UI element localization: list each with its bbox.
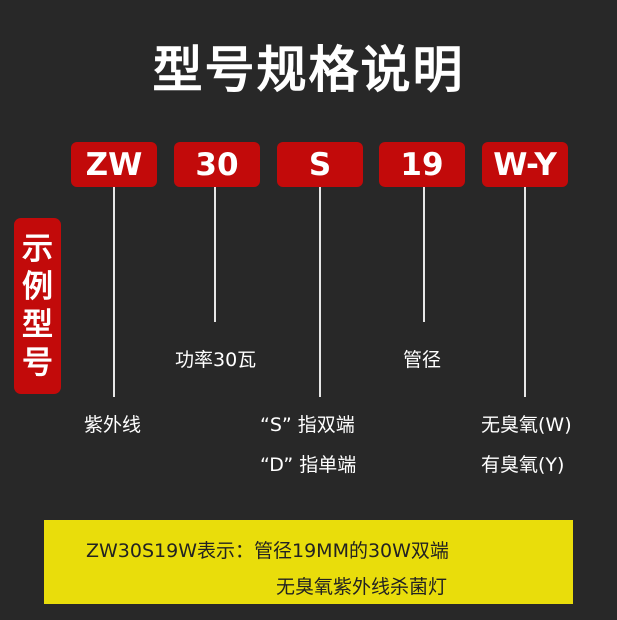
code-box-zw: ZW — [71, 142, 157, 187]
label-no-ozone: 无臭氧(W) — [481, 414, 572, 436]
code-box-19: 19 — [379, 142, 465, 187]
label-double-end: “S” 指双端 — [260, 414, 355, 436]
connector-line-s — [319, 187, 321, 397]
example-model-badge: 示 例 型 号 — [14, 218, 61, 394]
badge-char: 例 — [22, 269, 53, 305]
code-box-wy: W-Y — [482, 142, 568, 187]
label-power: 功率30瓦 — [175, 349, 257, 371]
label-diameter: 管径 — [403, 349, 442, 371]
note-line-2: 无臭氧紫外线杀菌灯 — [276, 576, 448, 598]
connector-line-wy — [524, 187, 526, 397]
label-ozone: 有臭氧(Y) — [481, 454, 565, 476]
code-text: 30 — [195, 146, 239, 183]
badge-char: 号 — [22, 345, 53, 381]
code-text: S — [308, 146, 332, 183]
code-box-s: S — [277, 142, 363, 187]
connector-line-zw — [113, 187, 115, 397]
code-text: 19 — [400, 146, 444, 183]
code-text: W-Y — [493, 146, 557, 183]
note-line-1: ZW30S19W表示：管径19MM的30W双端 — [86, 540, 449, 562]
label-single-end: “D” 指单端 — [260, 454, 357, 476]
code-text: ZW — [85, 146, 143, 183]
example-note-box: ZW30S19W表示：管径19MM的30W双端 无臭氧紫外线杀菌灯 — [44, 520, 573, 604]
page-title: 型号规格说明 — [152, 41, 465, 99]
connector-line-30 — [214, 187, 216, 322]
badge-char: 示 — [22, 231, 53, 267]
connector-line-19 — [423, 187, 425, 322]
badge-char: 型 — [22, 307, 53, 343]
code-box-30: 30 — [174, 142, 260, 187]
label-uv: 紫外线 — [84, 414, 142, 436]
